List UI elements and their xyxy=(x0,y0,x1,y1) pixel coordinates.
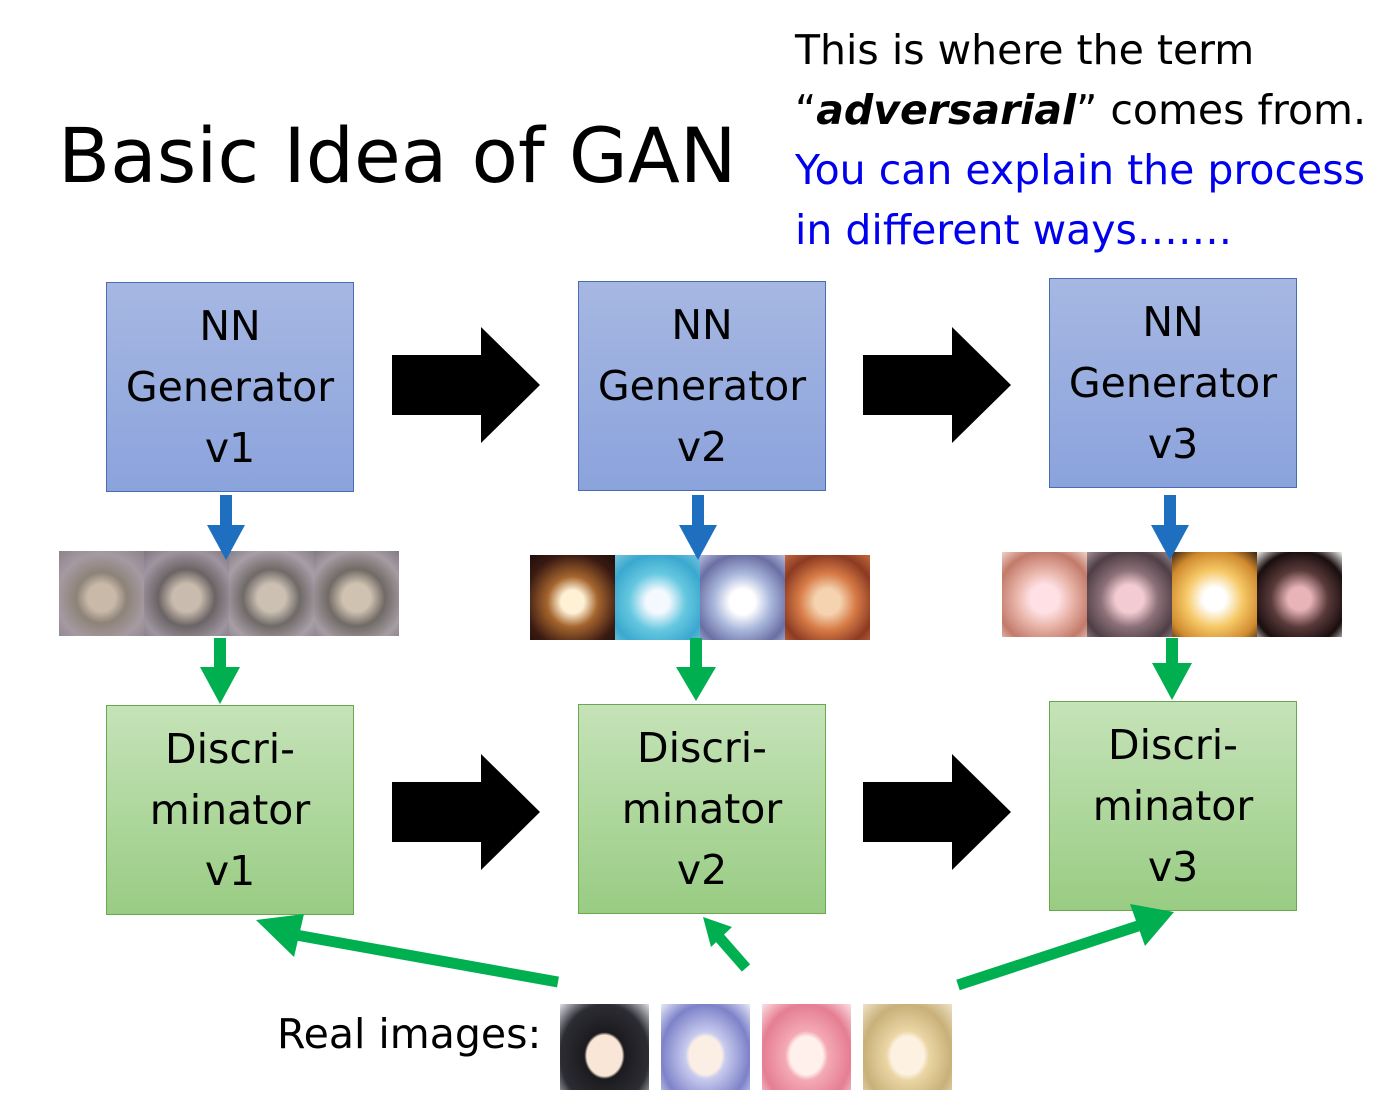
real-to-dis-v2-arrowhead xyxy=(703,917,732,947)
generated-images-v1 xyxy=(59,551,399,636)
real-to-dis-v3-line xyxy=(956,920,1140,991)
real-image xyxy=(560,1004,649,1090)
generated-image xyxy=(700,555,785,640)
real-images-label: Real images: xyxy=(277,1010,542,1058)
generated-image xyxy=(615,555,700,640)
images-v3-to-dis-arrow xyxy=(1152,638,1192,700)
note-line-2: “adversarial” comes from. xyxy=(795,86,1366,134)
adversarial-term: adversarial xyxy=(816,86,1077,134)
real-images xyxy=(560,1004,952,1090)
page-title: Basic Idea of GAN xyxy=(58,111,737,200)
generated-image xyxy=(59,551,144,636)
generated-image xyxy=(144,551,229,636)
real-image xyxy=(762,1004,851,1090)
gen-v1-to-v2-arrow xyxy=(392,327,540,443)
real-to-dis-v3-arrowhead xyxy=(1130,904,1174,946)
generated-image xyxy=(229,551,314,636)
real-image xyxy=(863,1004,952,1090)
gen-v3-output-arrow xyxy=(1151,495,1189,560)
generated-images-v3 xyxy=(1002,552,1342,637)
generated-image xyxy=(785,555,870,640)
dis-v2-to-v3-arrow xyxy=(863,754,1011,870)
gen-v1-output-arrow xyxy=(207,495,245,560)
generated-image xyxy=(530,555,615,640)
generated-image xyxy=(1172,552,1257,637)
generated-images-v2 xyxy=(530,555,870,640)
note-line-1: This is where the term xyxy=(795,26,1255,74)
process-note: You can explain the process in different… xyxy=(795,140,1395,260)
gen-v2-output-arrow xyxy=(679,495,717,560)
blue-note-line-2: in different ways……. xyxy=(795,206,1232,254)
generated-image xyxy=(1087,552,1172,637)
real-to-dis-v2-line xyxy=(713,932,751,972)
generated-image xyxy=(1257,552,1342,637)
blue-note-line-1: You can explain the process xyxy=(795,146,1365,194)
dis-v1-to-v2-arrow xyxy=(392,754,540,870)
images-v1-to-dis-arrow xyxy=(200,638,240,704)
gen-v2-to-v3-arrow xyxy=(863,327,1011,443)
real-to-dis-v1-line xyxy=(295,929,559,988)
real-image xyxy=(661,1004,750,1090)
adversarial-note: This is where the term “adversarial” com… xyxy=(795,20,1395,140)
images-v2-to-dis-arrow xyxy=(676,638,716,701)
real-to-dis-v1-arrowhead xyxy=(256,914,304,957)
generated-image xyxy=(1002,552,1087,637)
generated-image xyxy=(314,551,399,636)
